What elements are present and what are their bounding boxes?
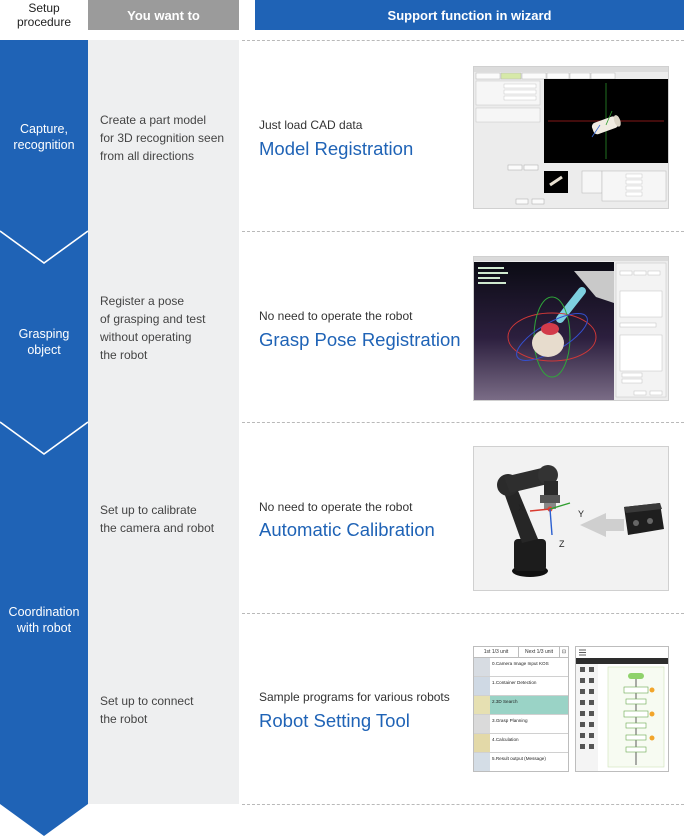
header-support-function: Support function in wizard xyxy=(255,0,684,30)
robot-setting-tool-list: 1st 1/3 unit Next 1/3 unit ⊡ 0.Camera Im… xyxy=(473,646,569,772)
robot-setting-tool-flowchart xyxy=(575,646,669,772)
stage-label-grasping: Grasping object xyxy=(18,327,70,357)
calibration-illustration: X Y Z xyxy=(473,446,669,591)
header-setup-procedure: Setup procedure xyxy=(0,0,88,30)
row-divider xyxy=(242,40,684,41)
stage-divider-chevron-2 xyxy=(0,421,88,455)
camera-icon xyxy=(474,658,490,676)
process-arrow-body xyxy=(0,40,88,836)
robot-arm-icon: X Y Z xyxy=(497,465,664,577)
row-divider xyxy=(242,422,684,423)
row-divider xyxy=(242,613,684,614)
header-setup-procedure-label: Setup procedure xyxy=(16,1,72,29)
container-icon xyxy=(474,677,490,695)
list-item[interactable]: 1.Container Detection xyxy=(474,677,568,696)
want-text-grasp: Register a pose of grasping and test wit… xyxy=(100,294,206,362)
want-text-robot-setting: Set up to connect the robot xyxy=(100,694,194,726)
grasp-pose-window-icon xyxy=(474,257,668,400)
expand-icon[interactable]: ⊡ xyxy=(561,649,567,655)
list-item[interactable]: 5.Result output (Message) xyxy=(474,753,568,771)
stage-label-capture: Capture, recognition xyxy=(13,122,75,152)
list-item[interactable]: 4.Calculation xyxy=(474,734,568,753)
grasp-pose-screenshot xyxy=(473,256,669,401)
list-item[interactable]: 3.Grasp Planning xyxy=(474,715,568,734)
list-item[interactable]: 2.3D Search xyxy=(474,696,568,715)
output-icon xyxy=(474,753,490,771)
stage-divider-chevron-1 xyxy=(0,230,88,264)
axis-z-label: Z xyxy=(559,539,565,549)
header-support-function-label: Support function in wizard xyxy=(387,7,552,23)
search-icon xyxy=(474,696,490,714)
unit-tab-first[interactable]: 1st 1/3 unit xyxy=(474,647,519,657)
support-title-robot-setting: Robot Setting Tool xyxy=(259,710,410,731)
model-registration-screenshot xyxy=(473,66,669,209)
support-title-calibration: Automatic Calibration xyxy=(259,519,435,540)
list-item[interactable]: 0.Camera Image Input KOS xyxy=(474,658,568,677)
support-subtitle-robot-setting: Sample programs for various robots xyxy=(259,690,450,704)
flowchart-icon xyxy=(576,647,668,771)
want-column xyxy=(88,40,239,804)
want-text-model: Create a part model for 3D recognition s… xyxy=(100,113,225,163)
axis-y-label: Y xyxy=(578,509,584,519)
stage-label-coordination: Coordination with robot xyxy=(8,605,80,635)
support-title-grasp: Grasp Pose Registration xyxy=(259,329,461,350)
support-subtitle-model: Just load CAD data xyxy=(259,118,363,132)
axis-x-label: X xyxy=(518,503,524,513)
header-you-want-to-label: You want to xyxy=(127,7,200,23)
support-title-model: Model Registration xyxy=(259,138,414,159)
calculation-icon xyxy=(474,734,490,752)
process-arrow xyxy=(0,40,88,836)
grasp-icon xyxy=(474,715,490,733)
row-divider xyxy=(242,804,684,805)
row-divider xyxy=(242,231,684,232)
unit-tab-next[interactable]: Next 1/3 unit xyxy=(519,647,560,657)
support-subtitle-calibration: No need to operate the robot xyxy=(259,500,413,514)
header-you-want-to: You want to xyxy=(88,0,239,30)
want-text-calibration: Set up to calibrate the camera and robot xyxy=(100,503,215,535)
support-subtitle-grasp: No need to operate the robot xyxy=(259,309,413,323)
model-registration-window-icon xyxy=(474,67,668,205)
